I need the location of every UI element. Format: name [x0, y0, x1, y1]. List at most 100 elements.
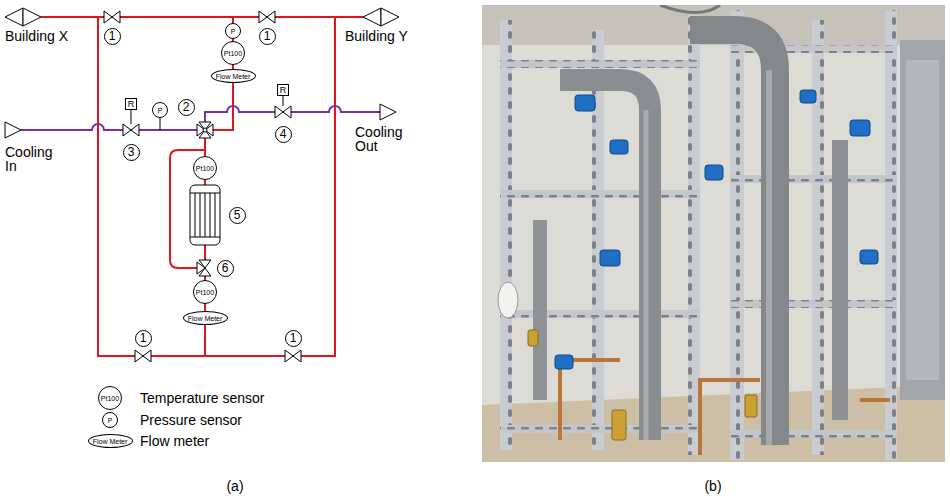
valve-symbol — [199, 122, 211, 138]
node-text: Pt100 — [196, 165, 214, 172]
rack-frame — [812, 20, 824, 455]
rack-frame — [592, 30, 604, 450]
instrument-stem — [131, 110, 132, 124]
label-text: Building Y — [345, 29, 408, 43]
insulated-pipe — [690, 30, 775, 445]
valve-symbol — [104, 11, 301, 362]
rack-frame — [500, 60, 700, 68]
rack-frame — [730, 430, 897, 438]
valve-symbol — [285, 350, 301, 362]
node-text: 3 — [128, 146, 135, 158]
pipe-label: Building Y — [345, 28, 408, 44]
rack-frame — [730, 10, 744, 460]
node-text: 4 — [280, 128, 287, 140]
sensor-symbol: P — [152, 102, 168, 118]
heat-exchanger — [190, 185, 220, 245]
legend-text: Temperature sensor — [140, 390, 265, 406]
sensor-symbol: Pt100 — [193, 156, 217, 180]
expansion-vessel — [498, 282, 518, 318]
node-text: R — [128, 100, 135, 109]
valve-actuator — [575, 95, 595, 111]
brass-fitting — [528, 330, 538, 346]
legend-symbol: P — [102, 412, 118, 428]
label-text: (a) — [226, 479, 243, 493]
valve-actuator — [600, 250, 620, 266]
legend-label: Flow meter — [140, 434, 209, 448]
hot-pipe — [98, 17, 335, 356]
rack-frame — [500, 20, 512, 450]
actuator-box: R — [125, 98, 137, 110]
valve-symbol — [123, 124, 139, 136]
brass-fitting — [745, 395, 757, 417]
insulated-pipe — [560, 80, 650, 440]
hot-pipe — [41, 17, 363, 356]
node-text: R — [280, 86, 287, 95]
installation-photo — [482, 5, 945, 462]
node-text: Flow Meter — [216, 73, 251, 80]
legend-label: Pressure sensor — [140, 413, 242, 427]
panel-label: (a) — [226, 478, 243, 494]
callout-number: 3 — [123, 144, 140, 161]
panel-label: (b) — [704, 478, 721, 494]
legend-text: Pressure sensor — [140, 412, 242, 428]
legend-symbol-text: P — [108, 417, 113, 424]
sensor-symbol: Pt100 — [193, 280, 217, 304]
label-text: Cooling Out — [355, 125, 417, 153]
legend-symbol: Pt100 — [98, 386, 122, 410]
node-text: 2 — [183, 101, 190, 113]
installation-photo — [482, 5, 945, 462]
valve-actuator — [610, 140, 628, 154]
rack-frame — [500, 10, 897, 460]
pipe-label: Cooling In — [5, 145, 63, 174]
callout-number: 6 — [217, 260, 234, 277]
copper-pipe — [700, 380, 760, 455]
valve-symbol — [275, 106, 291, 118]
brass-fitting — [612, 410, 626, 440]
actuator-box: R — [277, 84, 289, 96]
valve-symbol — [259, 11, 275, 23]
valve-actuator — [850, 120, 870, 136]
insulated-pipe — [644, 110, 649, 440]
flow-terminal — [380, 104, 396, 120]
pipe-label: Cooling Out — [355, 125, 417, 154]
building-connector — [5, 8, 399, 26]
installation-photo — [906, 60, 939, 380]
rack-frame — [730, 300, 897, 308]
brass-fitting — [528, 330, 757, 440]
instrument-stem — [283, 96, 284, 106]
building-connector — [363, 8, 381, 26]
valve-symbol — [135, 350, 151, 362]
callout-number: 1 — [104, 28, 121, 45]
building-connector — [381, 8, 399, 26]
label-text: (b) — [704, 479, 721, 493]
node-text: 5 — [234, 209, 241, 221]
valve-actuator — [555, 355, 573, 369]
flow-terminal — [5, 104, 396, 138]
valve-actuator — [800, 90, 816, 103]
copper-pipe — [560, 360, 620, 440]
sensor-symbol: Pt100 — [221, 41, 245, 65]
instrument-stem — [160, 118, 161, 130]
callout-number: 2 — [178, 99, 195, 116]
cooling-pipe — [205, 106, 380, 122]
callout-number: 1 — [259, 28, 276, 45]
flow-terminal — [5, 122, 21, 138]
legend-text: Flow meter — [140, 433, 209, 449]
flow-meter-symbol: Flow Meter — [183, 311, 228, 325]
building-connector — [5, 8, 23, 26]
insulated-pipe — [832, 140, 848, 420]
rack-frame — [885, 10, 897, 460]
cable — [660, 5, 720, 13]
hot-pipe — [41, 16, 363, 18]
heat-exchanger — [195, 193, 196, 237]
installation-photo — [900, 40, 945, 400]
rack-frame — [730, 175, 897, 183]
node-text: Pt100 — [196, 289, 214, 296]
legend-symbol: Flow Meter — [88, 434, 133, 448]
legend-symbol-text: Flow Meter — [93, 438, 128, 445]
rack-frame — [500, 310, 700, 318]
heat-exchanger — [215, 193, 216, 237]
cooling-pipe — [21, 124, 197, 130]
